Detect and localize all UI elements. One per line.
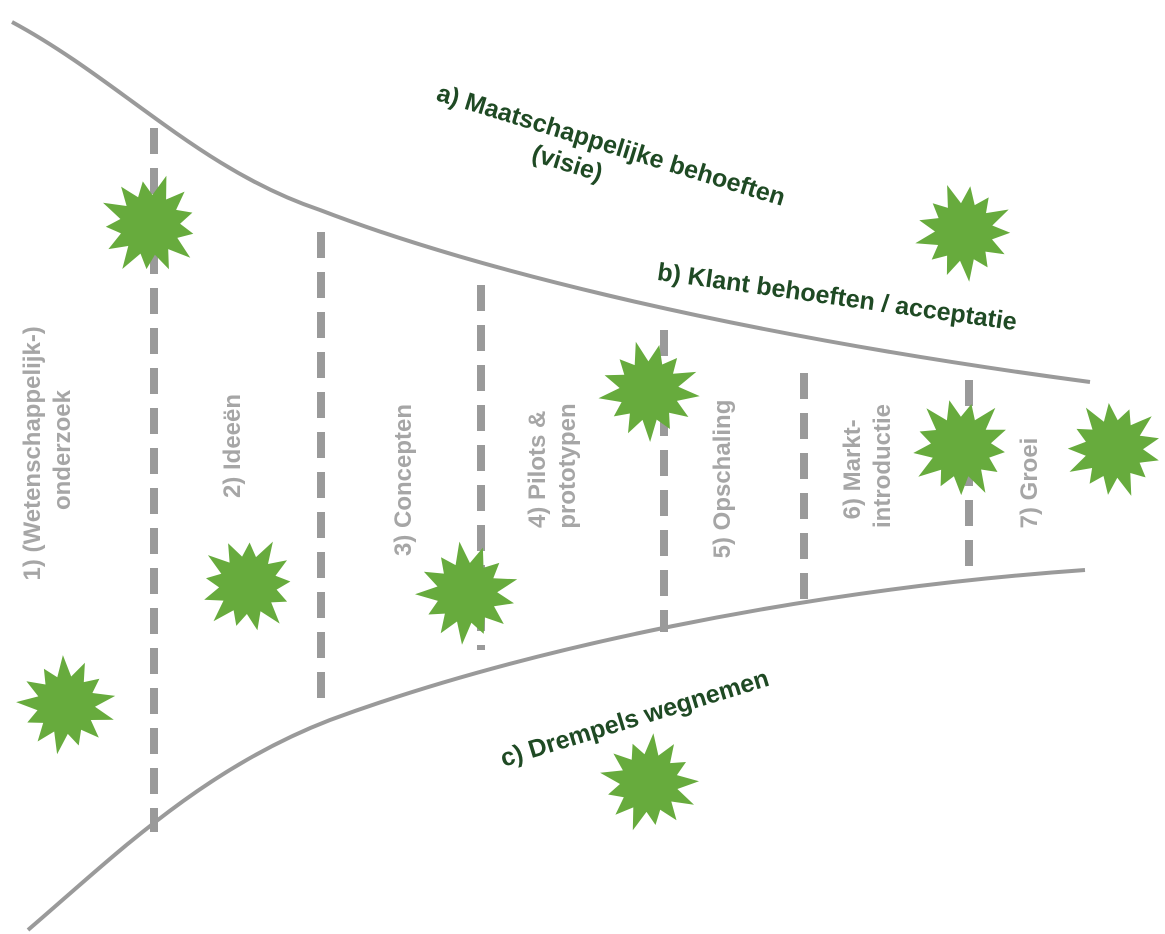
stage-label-4: 4) Pilots & prototypen [524,403,581,528]
stage-label-1: 1) (Wetenschappelijk-) onderzoek [19,320,76,581]
starburst-group [16,175,1159,831]
starburst-icon [16,655,116,755]
stage-label-5: 5) Opschaling [709,400,736,559]
starburst-icon [204,541,291,631]
funnel-top-curve [11,20,1091,384]
driver-label-a: a) Maatschappelijke behoeften (visie) [425,79,795,243]
stage-label-7: 7) Groei [1016,438,1043,529]
stage-label-6: 6) Markt- introductie [839,404,896,528]
starburst-icon [1067,403,1159,496]
starburst-icon [103,175,194,270]
starburst-icon [913,400,1006,496]
funnel-bottom-curve [26,568,1086,932]
starburst-icon [600,733,699,831]
stage-label-3: 3) Concepten [390,404,417,556]
starburst-icon [915,185,1011,282]
stage-label-2: 2) Ideeën [219,394,246,498]
starburst-icon [598,341,700,442]
starburst-icon [415,541,518,645]
